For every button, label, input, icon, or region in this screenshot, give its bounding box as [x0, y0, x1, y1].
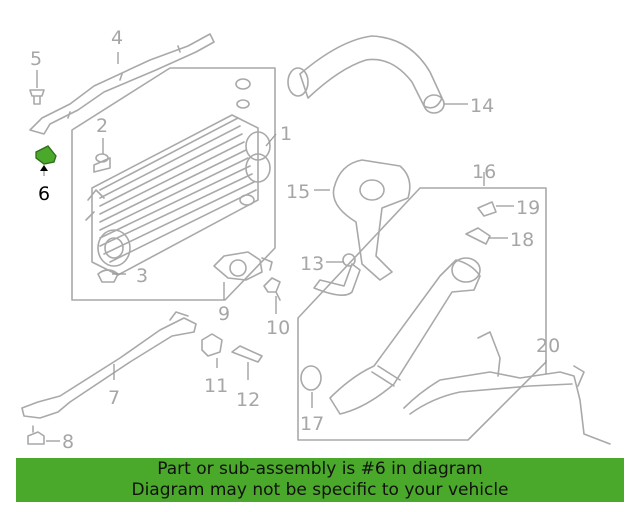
tube-15-part[interactable]: [332, 159, 411, 281]
label-5: 5: [30, 48, 42, 70]
label-13: 13: [300, 253, 324, 275]
leader-lines: [36, 52, 547, 442]
label-12: 12: [236, 389, 260, 411]
bracket-7-part[interactable]: [21, 317, 197, 419]
sensor-9-part[interactable]: [213, 251, 273, 281]
intercooler-group-outline: [71, 67, 276, 301]
hose-14-part[interactable]: [287, 35, 445, 114]
label-1: 1: [280, 123, 292, 145]
bolt-12-part[interactable]: [231, 345, 263, 363]
label-20: 20: [536, 335, 560, 357]
bolt-10-part[interactable]: [263, 277, 281, 301]
label-4: 4: [111, 27, 123, 49]
banner-line-1: Part or sub-assembly is #6 in diagram: [157, 459, 483, 479]
bolt-5-part[interactable]: [29, 89, 45, 105]
grommet-2-part[interactable]: [93, 153, 111, 173]
grommet-3-part[interactable]: [97, 269, 119, 283]
parts-diagram: 1 2 3 4 5 6 7 8 9 10 11 12 13 14 15 16 1…: [21, 27, 611, 453]
label-11: 11: [204, 375, 228, 397]
label-15: 15: [286, 181, 310, 203]
label-2: 2: [96, 115, 108, 137]
label-6-highlighted: 6: [38, 183, 50, 205]
part-6-clip[interactable]: [35, 145, 57, 165]
bolt-8-part[interactable]: [27, 425, 45, 445]
label-9: 9: [218, 303, 230, 325]
banner-line-2: Diagram may not be specific to your vehi…: [131, 480, 509, 500]
label-16: 16: [472, 161, 496, 183]
bolt-19-part[interactable]: [477, 201, 497, 217]
label-3: 3: [136, 265, 148, 287]
pipe-group-16-outline: [297, 187, 547, 441]
label-7: 7: [108, 387, 120, 409]
fitting-18-part[interactable]: [465, 227, 491, 245]
bracket-4-part[interactable]: [29, 33, 215, 135]
label-17: 17: [300, 413, 324, 435]
label-14: 14: [470, 95, 494, 117]
ring-17-part[interactable]: [300, 365, 322, 391]
label-10: 10: [266, 317, 290, 339]
clip-11-part[interactable]: [201, 333, 223, 357]
label-8: 8: [62, 431, 74, 453]
pipe-16-part[interactable]: [329, 257, 481, 415]
tube-20-part[interactable]: [403, 331, 611, 445]
label-18: 18: [510, 229, 534, 251]
grommet-top-part[interactable]: [235, 78, 255, 206]
tube-13-part[interactable]: [313, 253, 361, 296]
info-banner: Part or sub-assembly is #6 in diagram Di…: [16, 458, 624, 502]
label-19: 19: [516, 197, 540, 219]
intercooler-part[interactable]: [85, 114, 271, 276]
